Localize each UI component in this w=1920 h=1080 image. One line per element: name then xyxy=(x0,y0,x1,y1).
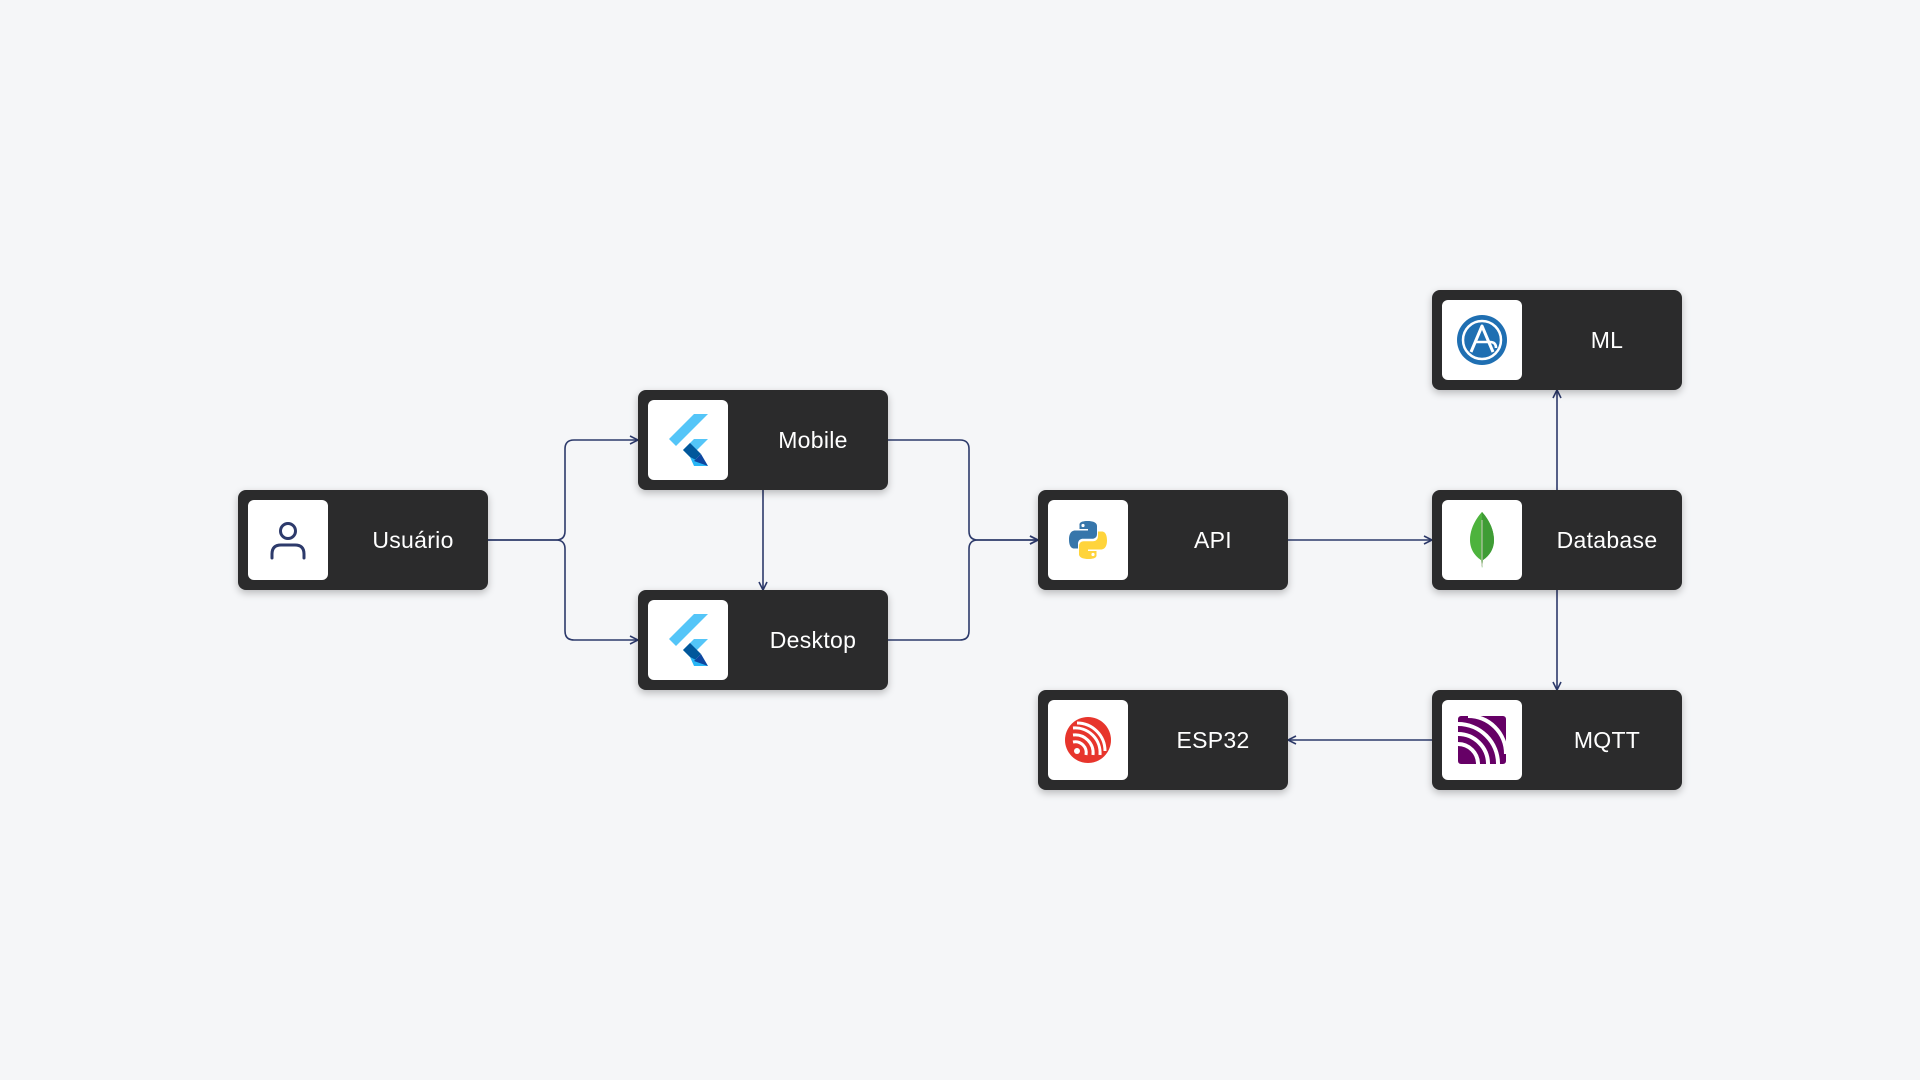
mongodb-icon xyxy=(1442,500,1522,580)
node-database[interactable]: Database xyxy=(1432,490,1682,590)
ml-logo-icon xyxy=(1442,300,1522,380)
node-label: Database xyxy=(1556,526,1658,553)
flutter-icon xyxy=(648,600,728,680)
node-label: MQTT xyxy=(1573,726,1641,753)
node-ml[interactable]: ML xyxy=(1432,290,1682,390)
node-api[interactable]: API xyxy=(1038,490,1288,590)
flutter-icon xyxy=(648,400,728,480)
node-label: Mobile xyxy=(778,426,848,453)
edge-mobile-api xyxy=(888,439,1038,540)
node-label: API xyxy=(1194,526,1232,553)
edge-usuario-mobile xyxy=(488,440,638,541)
node-usuario[interactable]: Usuário xyxy=(238,490,488,590)
edge-usuario-desktop xyxy=(488,539,638,640)
espressif-icon xyxy=(1048,700,1128,780)
node-label: Usuário xyxy=(372,526,454,553)
python-icon xyxy=(1048,500,1128,580)
node-label: ESP32 xyxy=(1176,726,1250,753)
edge-desktop-api xyxy=(888,540,1038,641)
node-mobile[interactable]: Mobile xyxy=(638,390,888,490)
node-label: Desktop xyxy=(769,626,857,653)
node-mqtt[interactable]: MQTT xyxy=(1432,690,1682,790)
mqtt-icon xyxy=(1442,700,1522,780)
node-desktop[interactable]: Desktop xyxy=(638,590,888,690)
node-esp32[interactable]: ESP32 xyxy=(1038,690,1288,790)
user-icon xyxy=(248,500,328,580)
node-label: ML xyxy=(1590,326,1624,353)
